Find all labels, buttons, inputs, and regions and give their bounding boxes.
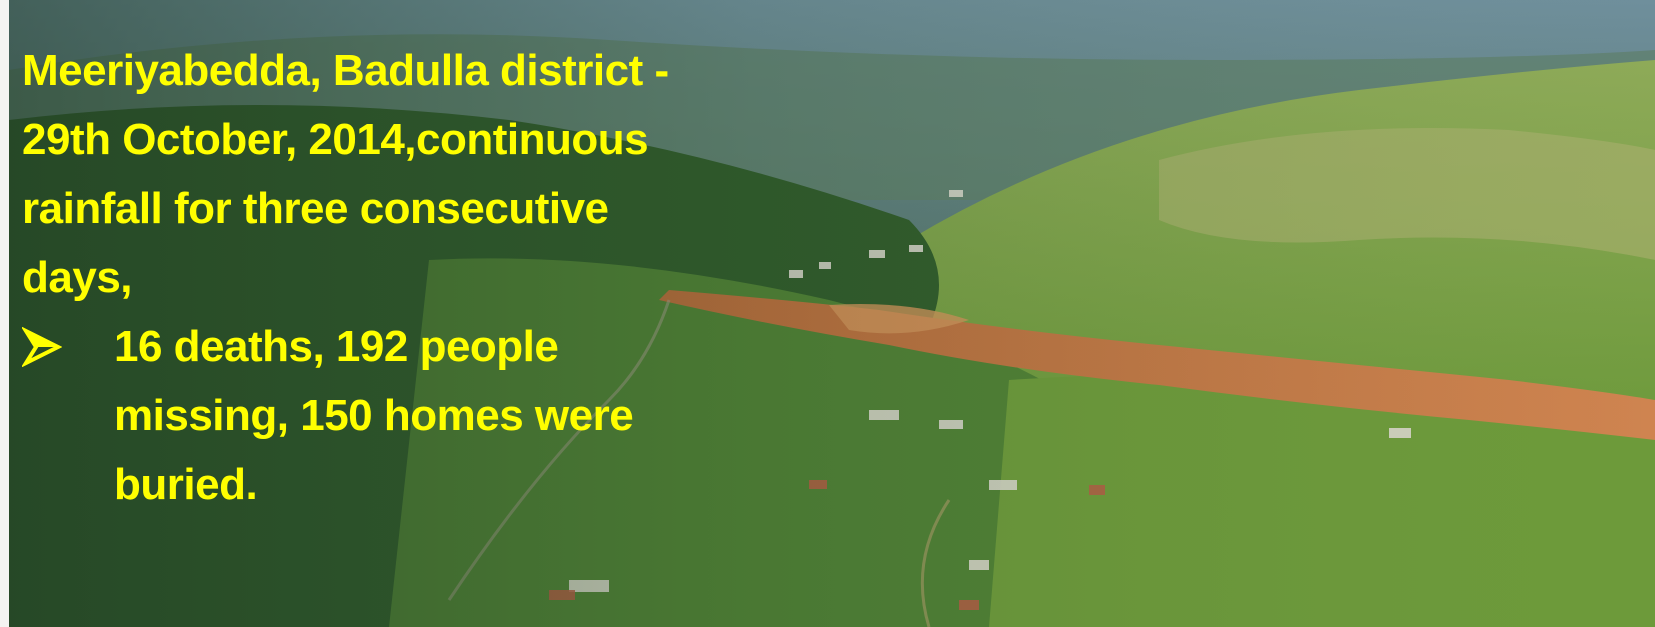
caption-heading: Meeriyabedda, Badulla district - 29th Oc…	[22, 46, 669, 302]
landslide-aerial-photo	[9, 0, 1655, 627]
caption-bullet: 16 deaths, 192 people missing, 150 homes…	[22, 312, 722, 519]
arrow-bullet-glyph	[22, 326, 62, 367]
arrow-bullet-icon	[22, 312, 114, 381]
landscape-illustration	[9, 0, 1655, 627]
caption-block: Meeriyabedda, Badulla district - 29th Oc…	[22, 36, 722, 519]
caption-bullet-text: 16 deaths, 192 people missing, 150 homes…	[114, 322, 634, 509]
